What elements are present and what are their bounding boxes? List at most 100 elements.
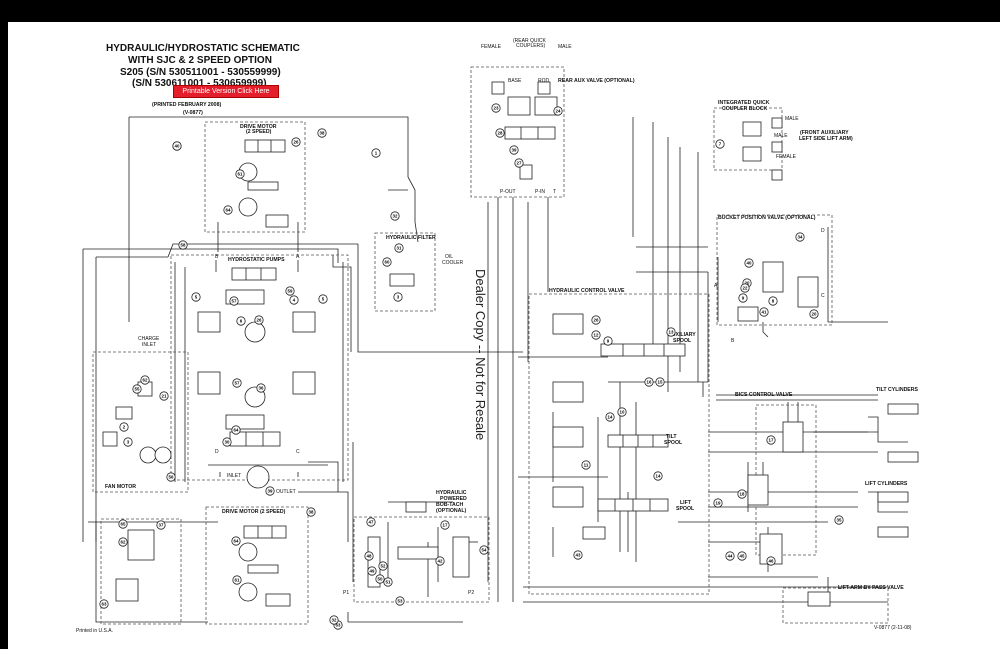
callout-3: 3 [123, 437, 133, 447]
drive-motor-bottom-box [205, 506, 309, 625]
printable-version-link[interactable]: Printable Version Click Here [173, 85, 279, 98]
svg-text:3: 3 [127, 440, 130, 445]
label-a-bpv: A [714, 283, 718, 289]
callout-59: 59 [285, 286, 295, 296]
svg-text:17: 17 [769, 438, 774, 443]
svg-text:41: 41 [762, 310, 767, 315]
svg-text:60: 60 [385, 260, 390, 265]
svg-text:56: 56 [169, 475, 174, 480]
callout-5: 5 [191, 292, 201, 302]
callout-11: 11 [581, 460, 591, 470]
svg-text:22: 22 [743, 286, 748, 291]
label-c: C [296, 449, 300, 455]
callout-60: 60 [382, 257, 392, 267]
label-drive-motor-top-sub: (2 SPEED) [246, 129, 272, 135]
svg-text:20: 20 [812, 312, 817, 317]
svg-text:30: 30 [225, 440, 230, 445]
callout-57: 57 [232, 378, 242, 388]
component-labels: DRIVE MOTOR (2 SPEED) HYDROSTATIC PUMPS … [105, 38, 919, 596]
callout-54: 54 [479, 545, 489, 555]
callout-62: 62 [140, 375, 150, 385]
label-d-bpv: D [821, 228, 825, 234]
callout-49: 49 [367, 566, 377, 576]
svg-text:46: 46 [769, 559, 774, 564]
svg-text:63: 63 [102, 602, 107, 607]
svg-text:44: 44 [728, 554, 733, 559]
callout-58: 58 [178, 240, 188, 250]
label-bob-tach-3: BOB-TACH [436, 502, 464, 508]
callout-15: 15 [655, 377, 665, 387]
svg-text:61: 61 [238, 172, 243, 177]
svg-text:13: 13 [669, 330, 674, 335]
callout-39: 39 [265, 486, 275, 496]
callout-32: 32 [390, 211, 400, 221]
svg-text:36: 36 [259, 386, 264, 391]
svg-text:1: 1 [375, 151, 378, 156]
svg-text:15: 15 [658, 380, 663, 385]
schematic-page: HYDRAULIC/HYDROSTATIC SCHEMATIC WITH SJC… [8, 22, 1000, 649]
label-front-aux-2: LEFT SIDE LIFT ARM) [799, 136, 853, 142]
svg-text:49: 49 [370, 569, 375, 574]
label-p1: P1 [343, 590, 349, 596]
callout-62: 62 [118, 537, 128, 547]
label-base: BASE [508, 78, 522, 84]
label-a-top: A [296, 254, 300, 260]
svg-text:3: 3 [397, 295, 400, 300]
label-lift-spool-2: SPOOL [676, 506, 695, 512]
callout-36: 36 [256, 383, 266, 393]
callout-26: 26 [254, 315, 264, 325]
callout-45: 45 [737, 551, 747, 561]
callout-24: 24 [553, 106, 563, 116]
bypass-valve-box [782, 587, 889, 624]
svg-text:55: 55 [135, 387, 140, 392]
svg-text:32: 32 [332, 618, 337, 623]
svg-text:20: 20 [745, 281, 750, 286]
hydraulic-filter-box [374, 232, 436, 312]
svg-text:8: 8 [772, 299, 775, 304]
label-oil: OIL [445, 254, 453, 260]
svg-text:16: 16 [647, 380, 652, 385]
callout-40: 40 [744, 258, 754, 268]
label-tilt-spool-2: SPOOL [664, 440, 683, 446]
svg-text:39: 39 [512, 148, 517, 153]
callout-20: 20 [809, 309, 819, 319]
callout-55: 55 [132, 384, 142, 394]
callout-23: 23 [491, 103, 501, 113]
callout-43: 43 [573, 550, 583, 560]
label-aux-spool-1: AUXILIARY [668, 332, 696, 338]
callout-38: 38 [306, 507, 316, 517]
svg-text:62: 62 [143, 378, 148, 383]
svg-text:5: 5 [195, 295, 198, 300]
callout-26: 26 [591, 315, 601, 325]
svg-text:64: 64 [234, 539, 239, 544]
svg-text:64: 64 [226, 208, 231, 213]
svg-text:57: 57 [232, 299, 237, 304]
callout-38: 38 [317, 128, 327, 138]
callout-37: 37 [156, 520, 166, 530]
callout-21: 21 [159, 391, 169, 401]
svg-text:14: 14 [608, 415, 613, 420]
label-inlet-charge: INLET [142, 342, 156, 348]
label-hydrostatic-pumps: HYDROSTATIC PUMPS [228, 257, 285, 263]
svg-text:4: 4 [293, 298, 296, 303]
label-c-bpv: C [821, 293, 825, 299]
svg-text:21: 21 [162, 394, 167, 399]
svg-text:34: 34 [798, 235, 803, 240]
label-rear-quick: (REAR QUICK [513, 38, 546, 44]
callout-41: 41 [759, 307, 769, 317]
callout-64: 64 [231, 536, 241, 546]
svg-text:28: 28 [498, 131, 503, 136]
bucket-position-valve-box [716, 214, 833, 326]
label-drive-motor-top: DRIVE MOTOR [240, 124, 277, 130]
callout-65: 65 [118, 519, 128, 529]
callout-5: 5 [318, 294, 328, 304]
callout-48: 48 [364, 551, 374, 561]
svg-text:59: 59 [288, 289, 293, 294]
svg-text:26: 26 [257, 318, 262, 323]
callout-64: 64 [223, 205, 233, 215]
svg-text:11: 11 [584, 463, 589, 468]
svg-text:24: 24 [556, 109, 561, 114]
callout-17: 17 [766, 435, 776, 445]
svg-text:63: 63 [336, 623, 341, 628]
svg-text:5: 5 [322, 297, 325, 302]
